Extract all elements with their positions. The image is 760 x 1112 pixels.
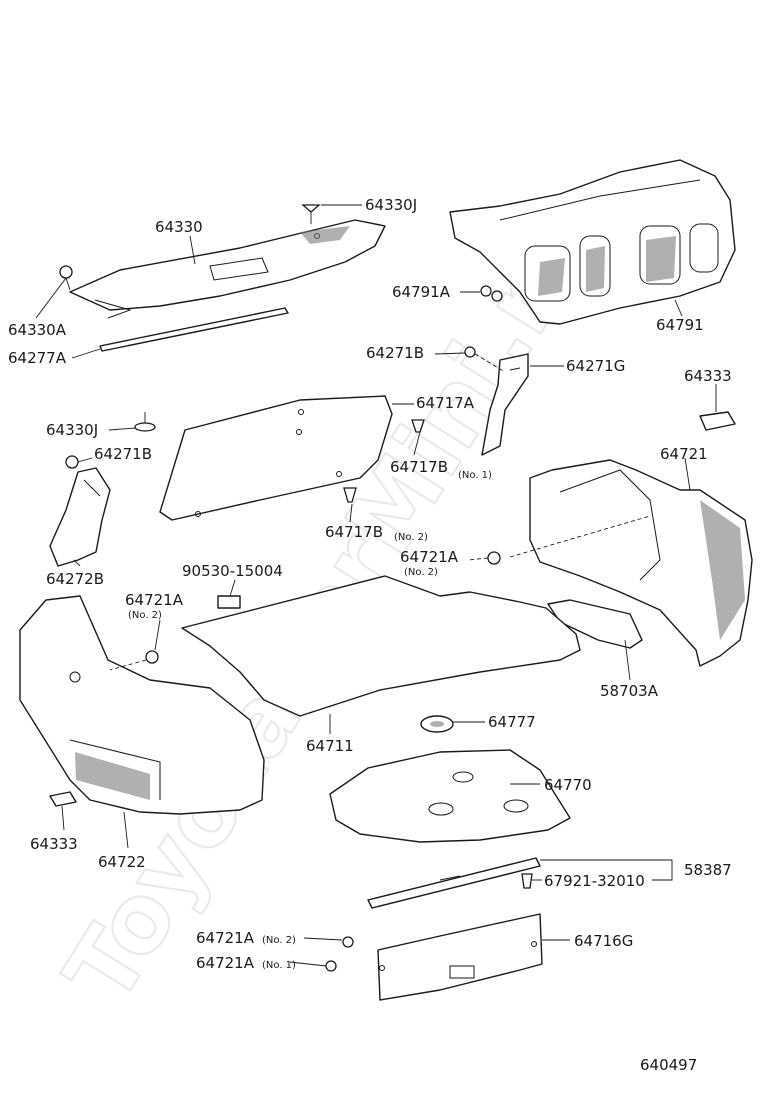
- fastener-64791A: [480, 285, 503, 302]
- label-64721A-mid: 64721A: [400, 548, 459, 566]
- part-64716G-rear-trim: [377, 913, 543, 1001]
- label-90530-15004: 90530-15004: [182, 562, 283, 580]
- label-64717B-no2-sub: (No. 2): [394, 532, 428, 543]
- label-64271G: 64271G: [566, 357, 625, 375]
- fastener-67921-32010: [521, 873, 533, 889]
- part-64791-trunk-lid-trim: [449, 159, 736, 325]
- part-64333-right-clip: [699, 411, 736, 431]
- fastener-64271B-left: [65, 455, 79, 469]
- label-64770: 64770: [544, 776, 592, 794]
- label-64721A-no2: 64721A: [196, 929, 255, 947]
- label-64330J-left: 64330J: [46, 421, 98, 439]
- label-64721A-no1: 64721A: [196, 954, 255, 972]
- part-64277A-weatherstrip: [99, 307, 289, 352]
- part-64717A-panel: [159, 395, 393, 521]
- part-90530-15004-label: [217, 595, 241, 609]
- part-64330-package-tray-trim: [69, 219, 386, 319]
- part-64722-left-side-trim: [19, 595, 265, 815]
- label-64277A: 64277A: [8, 349, 67, 367]
- fastener-64721A-left: [109, 650, 159, 671]
- label-58703A: 58703A: [600, 682, 659, 700]
- label-58387: 58387: [684, 861, 732, 879]
- label-64333-right: 64333: [684, 367, 732, 385]
- fastener-64271B-top: [464, 346, 506, 373]
- label-64721A-mid-sub: (No. 2): [404, 567, 438, 578]
- part-58387-sill-plate: [367, 857, 541, 909]
- label-64721: 64721: [660, 445, 708, 463]
- label-64791A: 64791A: [392, 283, 451, 301]
- fastener-64721A-mid: [467, 551, 501, 565]
- label-64333-left: 64333: [30, 835, 78, 853]
- fastener-64330A: [59, 265, 73, 291]
- fastener-64721A-no2-bottom: [342, 936, 354, 948]
- label-64721A-left: 64721A: [125, 591, 184, 609]
- part-64711-floor-mat: [181, 575, 581, 717]
- label-64711: 64711: [306, 737, 354, 755]
- part-64271G-bracket: [481, 353, 529, 456]
- part-64721-trunk-side-trim: [509, 459, 753, 667]
- diagram-number: 640497: [640, 1056, 697, 1074]
- fastener-64721A-no1-bottom: [325, 960, 337, 972]
- label-67921-32010: 67921-32010: [544, 872, 645, 890]
- label-64791: 64791: [656, 316, 704, 334]
- part-64272B-pillar-trim: [49, 467, 111, 567]
- part-64770-spare-cover: [329, 749, 571, 843]
- label-64272B: 64272B: [46, 570, 104, 588]
- label-64716G: 64716G: [574, 932, 633, 950]
- leader-lines: [35, 204, 717, 967]
- label-64271B-top: 64271B: [366, 344, 424, 362]
- label-64717B-no1: 64717B: [390, 458, 448, 476]
- label-64722: 64722: [98, 853, 146, 871]
- label-64330A: 64330A: [8, 321, 67, 339]
- label-64717B-no2: 64717B: [325, 523, 383, 541]
- fastener-64330J-left: [134, 412, 156, 432]
- label-64271B-left: 64271B: [94, 445, 152, 463]
- label-64721A-no1-sub: (No. 1): [262, 960, 296, 971]
- label-64777: 64777: [488, 713, 536, 731]
- label-64330J-top: 64330J: [365, 196, 417, 214]
- label-64721A-no2-sub: (No. 2): [262, 935, 296, 946]
- label-64330: 64330: [155, 218, 203, 236]
- fastener-64717B-no2: [343, 487, 357, 503]
- part-64333-left-clip: [49, 791, 77, 807]
- label-64721A-left-sub: (No. 2): [128, 610, 162, 621]
- part-64777-grommet: [420, 715, 454, 733]
- label-64717A: 64717A: [416, 394, 475, 412]
- fastener-64330J-top: [301, 204, 321, 224]
- label-64717B-no1-sub: (No. 1): [458, 470, 492, 481]
